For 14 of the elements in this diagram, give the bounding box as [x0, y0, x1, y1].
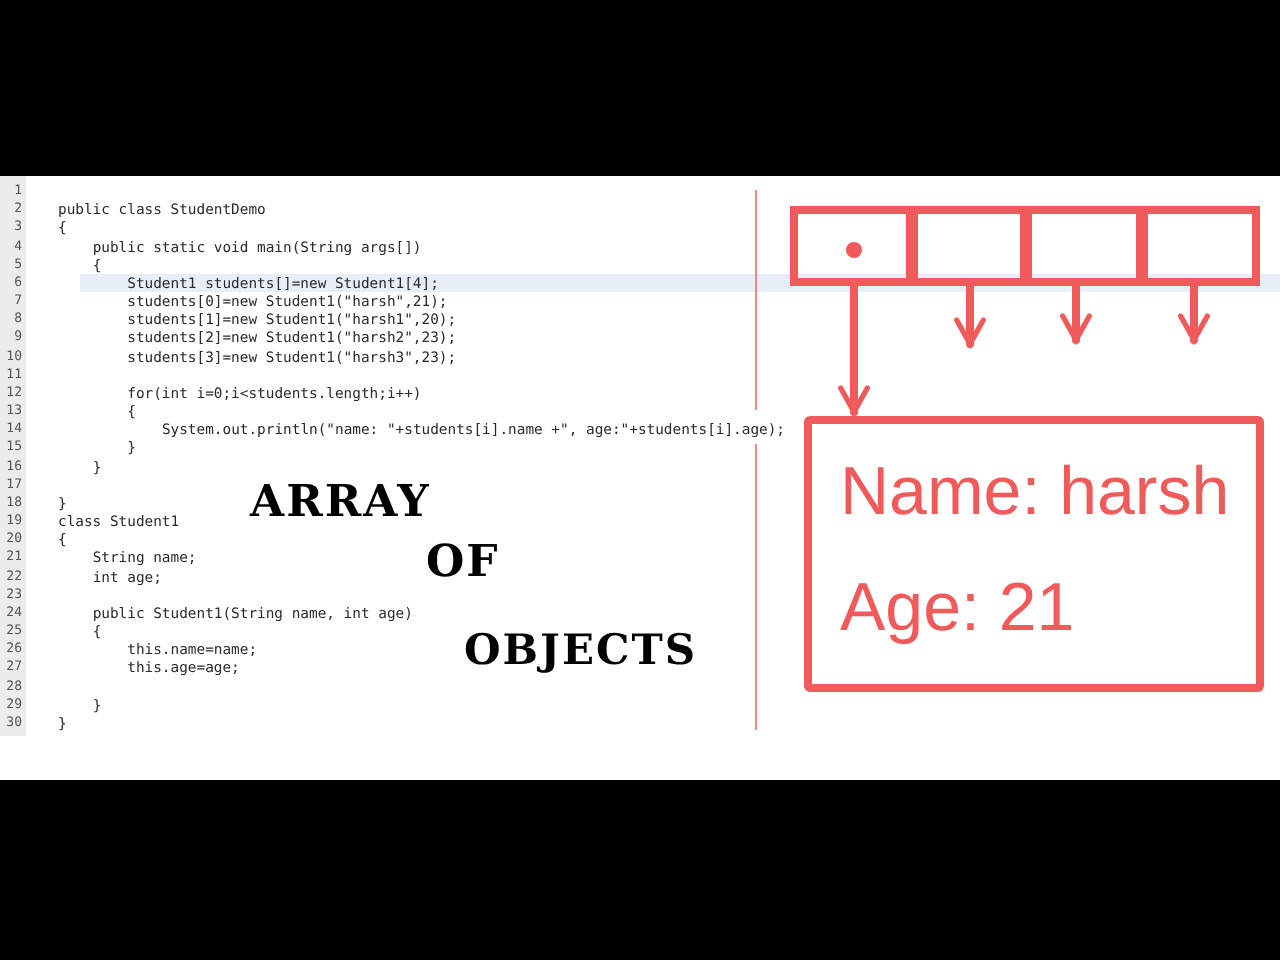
- arrow: [954, 282, 986, 348]
- field-text: Age: 21: [840, 572, 1075, 644]
- array-cell: [910, 206, 1028, 286]
- object-box: [804, 416, 1264, 692]
- array-cell: [1024, 206, 1144, 286]
- heading-word: OF: [426, 536, 500, 588]
- arrow: [838, 282, 870, 416]
- array-cell: [790, 206, 914, 286]
- arrow: [1060, 282, 1092, 344]
- field-text: Name: harsh: [840, 456, 1230, 528]
- heading-word: ARRAY: [250, 476, 431, 528]
- array-cell: [1140, 206, 1260, 286]
- arrow: [1178, 282, 1210, 344]
- heading-word: OBJECTS: [464, 624, 697, 674]
